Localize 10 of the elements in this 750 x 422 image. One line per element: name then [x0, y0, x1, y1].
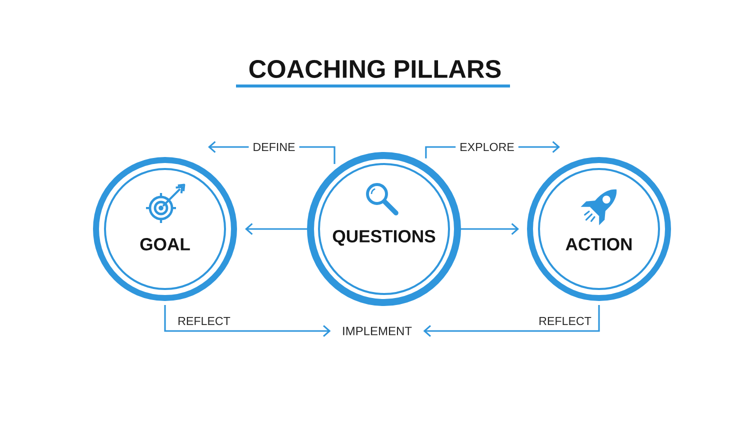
edge-label: EXPLORE	[456, 138, 518, 156]
title: COACHING PILLARS	[249, 60, 501, 78]
stage-label: IMPLEMENT	[343, 326, 412, 336]
edge-label: REFLECT	[534, 312, 596, 330]
arrow	[461, 223, 519, 235]
arrow	[164, 305, 331, 337]
edge-label: REFLECT	[174, 312, 234, 330]
arrow	[245, 223, 307, 235]
edge-label: DEFINE	[248, 139, 300, 155]
arrow	[423, 305, 600, 337]
